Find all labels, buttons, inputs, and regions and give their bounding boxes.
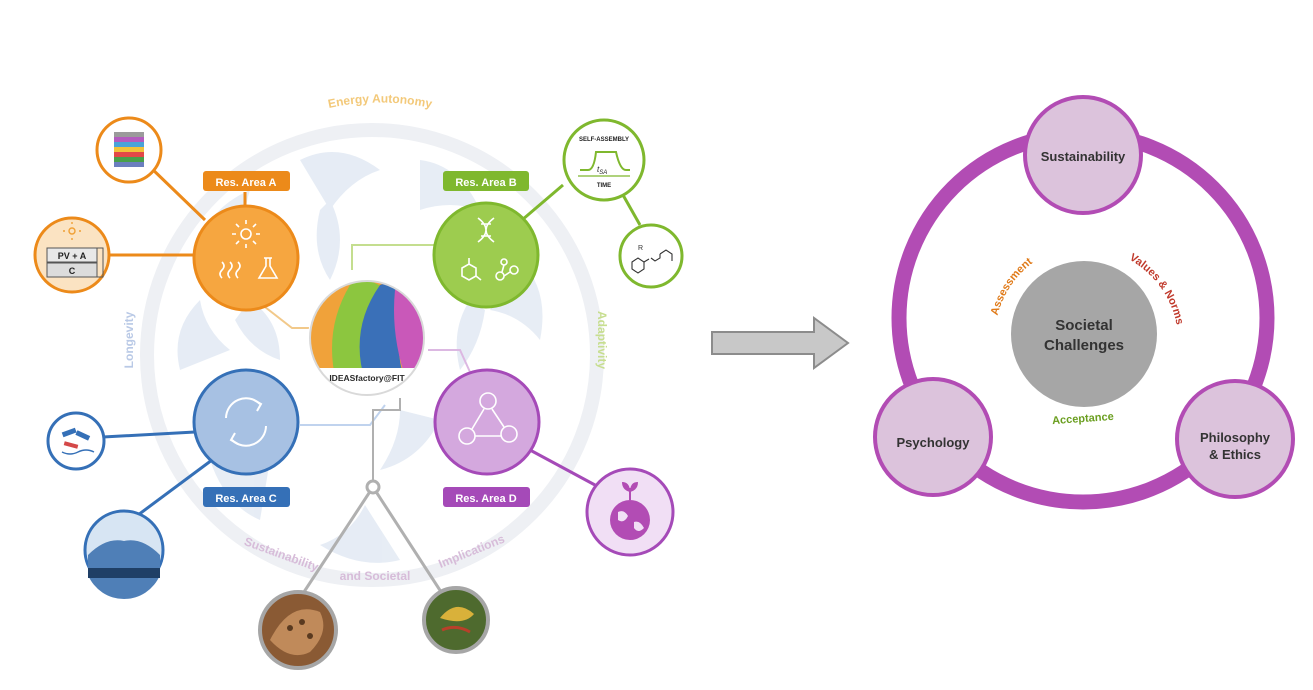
ring-label-adaptivity: Adaptivity bbox=[595, 311, 609, 369]
node-psychology-label: Psychology bbox=[897, 435, 971, 450]
right-arrow-icon bbox=[711, 316, 850, 370]
res-area-b-label: Res. Area B bbox=[455, 177, 516, 189]
center-label-line2: Challenges bbox=[1044, 337, 1124, 354]
layers-node bbox=[95, 116, 163, 184]
research-area-d: Res. Area D bbox=[433, 368, 541, 507]
plant-photo-node bbox=[422, 586, 490, 654]
sponge-texture-image bbox=[270, 609, 324, 656]
background-ring bbox=[140, 123, 604, 587]
node-psychology: Psychology bbox=[873, 377, 993, 497]
globe-plant-icon bbox=[610, 482, 650, 540]
flytrap-image bbox=[440, 606, 474, 622]
self-assembly-symbol: tSA bbox=[597, 165, 607, 176]
swirl-background bbox=[177, 152, 543, 563]
res-area-c-badge bbox=[203, 487, 290, 507]
heat-waves-icon bbox=[219, 261, 241, 279]
ring-label-longevity: Longevity bbox=[122, 311, 136, 368]
pv-layer bbox=[46, 247, 98, 263]
molecule-r-label: R bbox=[638, 245, 643, 252]
res-area-a-badge bbox=[203, 171, 290, 191]
connectors bbox=[102, 163, 642, 599]
node-sustainability-label: Sustainability bbox=[1041, 149, 1126, 164]
azobenzene-node: R bbox=[618, 223, 684, 289]
center-circle bbox=[1011, 261, 1157, 407]
ring-label-and-societal: and Societal bbox=[340, 569, 411, 583]
node-philosophy-label-line1: Philosophy bbox=[1200, 430, 1271, 445]
self-assembly-node: SELF-ASSEMBLY tSA TIME bbox=[562, 118, 646, 202]
res-area-b-badge bbox=[443, 171, 529, 191]
left-diagram: Energy Autonomy Longevity Adaptivity Sus… bbox=[33, 91, 684, 670]
polymer-chains-icon bbox=[61, 427, 95, 455]
research-area-b: Res. Area B bbox=[432, 171, 540, 309]
right-diagram: Societal Challenges Assessment Values & … bbox=[873, 95, 1295, 510]
people-network-icon bbox=[458, 392, 518, 445]
cycle-arrows-icon bbox=[225, 397, 267, 447]
pv-layer-label: PV + A bbox=[58, 251, 87, 261]
node-philosophy-ethics: Philosophy & Ethics bbox=[1175, 379, 1295, 499]
pv-node: PV + A C bbox=[33, 216, 111, 294]
self-assembly-curve-icon bbox=[580, 151, 630, 171]
res-area-b-circle bbox=[432, 201, 540, 309]
sponge-photo-node bbox=[258, 590, 338, 670]
ideasfactory-logo: IDEASfactory@FIT bbox=[308, 279, 426, 397]
self-assembly-title: SELF-ASSEMBLY bbox=[579, 137, 629, 143]
ring-label-energy-autonomy: Energy Autonomy bbox=[327, 91, 434, 111]
research-area-a: Res. Area A bbox=[192, 171, 300, 312]
water-surface-node bbox=[83, 509, 165, 600]
arc-label-acceptance: Acceptance bbox=[1052, 411, 1114, 427]
molecule-icon bbox=[461, 258, 519, 281]
res-area-a-circle bbox=[192, 204, 300, 312]
res-area-a-label: Res. Area A bbox=[216, 177, 277, 189]
center-label-line1: Societal bbox=[1055, 317, 1113, 334]
res-area-d-badge bbox=[443, 487, 530, 507]
res-area-d-circle bbox=[433, 368, 541, 476]
globe-node bbox=[585, 467, 675, 557]
c-layer bbox=[46, 262, 98, 278]
research-area-c: Res. Area C bbox=[192, 368, 300, 507]
azobenzene-icon bbox=[631, 249, 673, 274]
polymer-node bbox=[46, 411, 106, 471]
sun-icon bbox=[232, 220, 260, 248]
res-area-d-label: Res. Area D bbox=[455, 493, 516, 505]
dna-icon bbox=[477, 217, 495, 243]
logo-text: IDEASfactory@FIT bbox=[329, 373, 405, 383]
c-layer-label: C bbox=[69, 266, 76, 276]
node-philosophy-label-line2: & Ethics bbox=[1209, 447, 1261, 462]
flask-icon bbox=[257, 257, 279, 279]
res-area-c-label: Res. Area C bbox=[215, 493, 276, 505]
layer-stack-icon bbox=[114, 132, 144, 167]
ring-label-implications: Implications bbox=[436, 532, 506, 571]
res-area-c-circle bbox=[192, 368, 300, 476]
pv-sun-icon bbox=[63, 222, 81, 240]
node-sustainability: Sustainability bbox=[1023, 95, 1143, 215]
self-assembly-axis: TIME bbox=[597, 183, 611, 189]
